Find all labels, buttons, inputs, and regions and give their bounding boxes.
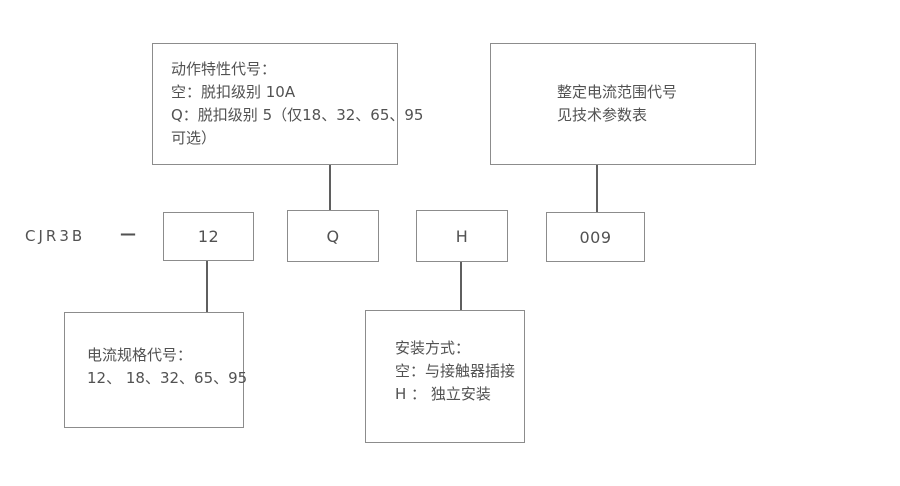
code-box-setting-range: 009 (546, 212, 645, 262)
connector-line-h-to-mounting (460, 262, 462, 310)
code-box-mounting: H (416, 210, 508, 262)
code-value-current-spec: 12 (197, 227, 220, 246)
callout-text-line: 可选） (171, 129, 217, 147)
callout-text-line: 空：与接触器插接 (395, 362, 516, 380)
dash-separator: — (120, 224, 136, 243)
connector-line-range-to-009 (596, 165, 598, 212)
callout-text-line: Q：脱扣级别 5（仅18、32、65、95 (171, 106, 424, 124)
callout-setting-current-range: 整定电流范围代号 见技术参数表 (490, 43, 756, 165)
code-box-current-spec: 12 (163, 212, 254, 261)
callout-text-line: H ： 独立安装 (395, 385, 491, 403)
connector-line-action-to-q (329, 165, 331, 210)
callout-mounting-method: 安装方式： 空：与接触器插接 H ： 独立安装 (365, 310, 525, 443)
callout-text-line: 安装方式： (395, 339, 471, 357)
callout-text-line: 空：脱扣级别 10A (171, 83, 296, 101)
callout-text-line: 动作特性代号： (171, 60, 277, 78)
code-value-trip-class: Q (326, 226, 340, 246)
callout-current-spec-codes: 电流规格代号： 12、 18、32、65、95 (64, 312, 248, 428)
callout-text-line: 见技术参数表 (557, 106, 648, 124)
callout-action-characteristic: 动作特性代号： 空：脱扣级别 10A Q：脱扣级别 5（仅18、32、65、95… (152, 43, 424, 165)
code-value-setting-range: 009 (579, 227, 612, 247)
code-value-mounting: H (455, 226, 469, 246)
code-box-trip-class: Q (287, 210, 379, 262)
callout-text-line: 整定电流范围代号 (557, 83, 678, 101)
callout-text-line: 12、 18、32、65、95 (87, 369, 248, 387)
model-prefix-label: CJR3B (25, 227, 86, 245)
connector-line-12-to-spec (206, 261, 208, 312)
callout-text-line: 电流规格代号： (87, 346, 193, 364)
